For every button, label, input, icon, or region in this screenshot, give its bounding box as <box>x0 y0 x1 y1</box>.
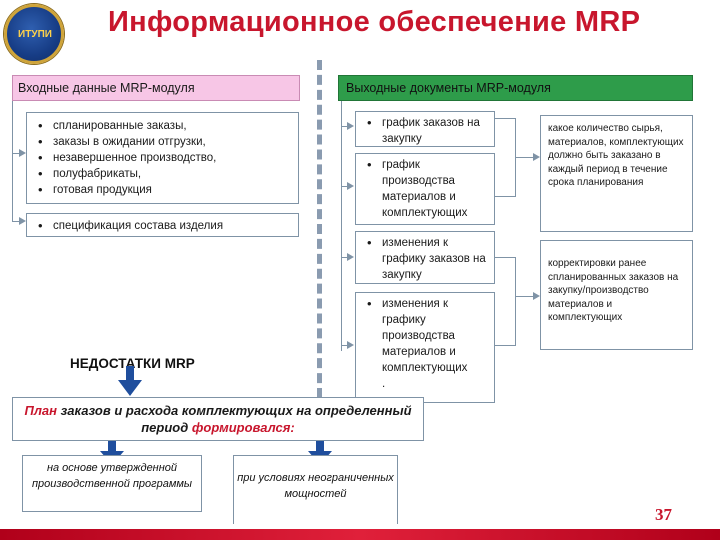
input-connector-2 <box>12 221 20 222</box>
output-item-1: график заказов на закупку <box>367 115 490 147</box>
input-box-2: спецификация состава изделия <box>26 213 299 237</box>
output-arrow-1 <box>347 122 354 130</box>
input-list-2: спецификация состава изделия <box>31 218 294 234</box>
output-box-3: изменения к графику заказов на закупку <box>355 231 495 284</box>
logo-text: ИТУПИ <box>18 29 52 40</box>
output-header: Выходные документы MRP-модуля <box>338 75 693 101</box>
bracket-link-1 <box>515 157 535 158</box>
output-item-4: изменения к графику производства материа… <box>367 296 490 392</box>
input-list-1-item: незавершенное производство, <box>38 150 294 166</box>
bracket-top-2 <box>495 257 515 258</box>
input-box-1: спланированные заказы,заказы в ожидании … <box>26 112 299 204</box>
input-list-1-item: спланированные заказы, <box>38 118 294 134</box>
output-box-2: график производства материалов и комплек… <box>355 153 495 225</box>
input-arrow-1 <box>19 149 26 157</box>
page-title: Информационное обеспечение MRP <box>108 6 641 38</box>
output-box-4: изменения к графику производства материа… <box>355 292 495 403</box>
input-header: Входные данные MRP-модуля <box>12 75 300 101</box>
input-list-1-item: полуфабрикаты, <box>38 166 294 182</box>
note-arrow-2 <box>533 292 540 300</box>
bracket-top-1 <box>495 118 515 119</box>
output-item-2: график производства материалов и комплек… <box>367 157 490 221</box>
sub-box-approved-program: на основе утвержденной производственной … <box>22 455 202 512</box>
flaws-title: НЕДОСТАТКИ MRP <box>70 356 195 371</box>
sub-arrow-2-stem <box>316 441 324 453</box>
output-arrow-2 <box>347 182 354 190</box>
flaws-arrow-head <box>118 380 142 396</box>
input-arrow-2 <box>19 217 26 225</box>
bracket-vertical-2 <box>515 257 516 346</box>
page-number: 37 <box>655 505 672 524</box>
input-connector-1 <box>12 153 20 154</box>
output-connector-4 <box>341 345 349 346</box>
input-list-1: спланированные заказы,заказы в ожидании … <box>31 118 294 198</box>
footer-spacer <box>0 524 720 529</box>
output-connector-1 <box>341 126 349 127</box>
footer-bar <box>0 529 720 540</box>
input-list-2-item: спецификация состава изделия <box>38 218 294 234</box>
bracket-link-2 <box>515 296 535 297</box>
column-divider <box>317 60 322 398</box>
note-arrow-1 <box>533 153 540 161</box>
output-connector-2 <box>341 186 349 187</box>
sub-box-unlimited-capacity: при условиях неограниченных мощностей <box>233 455 398 529</box>
output-arrow-4 <box>347 341 354 349</box>
input-connector-vertical <box>12 101 13 221</box>
output-connector-vertical <box>341 101 342 351</box>
output-connector-3 <box>341 257 349 258</box>
output-item-3: изменения к графику заказов на закупку <box>367 235 490 283</box>
bracket-bottom-1 <box>495 196 515 197</box>
plan-formed: формировался: <box>191 420 295 435</box>
sub-arrow-1-stem <box>108 441 116 453</box>
university-logo <box>4 4 64 64</box>
note-box-2: корректировки ранее спланированных заказ… <box>540 240 693 350</box>
output-box-1: график заказов на закупку <box>355 111 495 147</box>
plan-word: План <box>24 403 57 418</box>
plan-statement: План заказов и расхода комплектующих на … <box>12 397 424 441</box>
plan-middle: заказов и расхода комплектующих на опред… <box>57 403 412 435</box>
bracket-bottom-2 <box>495 345 515 346</box>
note-box-1: какое количество сырья, материалов, комп… <box>540 115 693 232</box>
input-list-1-item: заказы в ожидании отгрузки, <box>38 134 294 150</box>
output-arrow-3 <box>347 253 354 261</box>
flaws-arrow-stem <box>126 366 134 382</box>
input-list-1-item: готовая продукция <box>38 182 294 198</box>
